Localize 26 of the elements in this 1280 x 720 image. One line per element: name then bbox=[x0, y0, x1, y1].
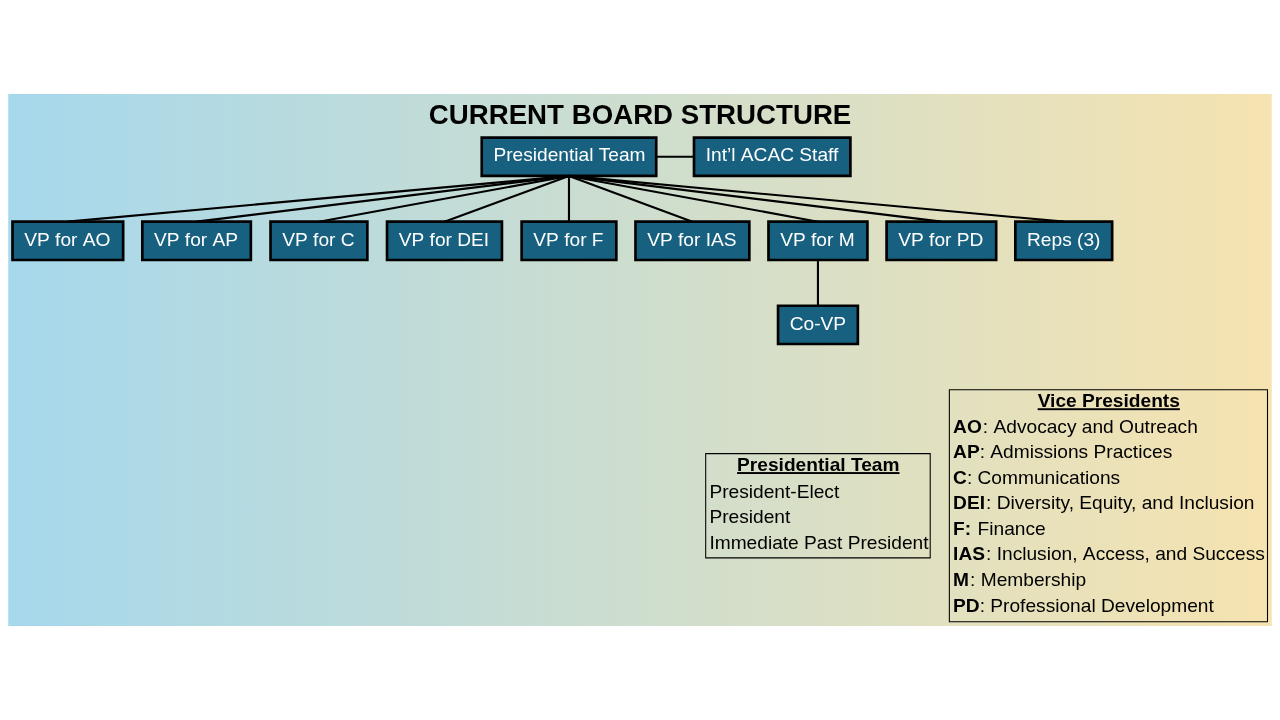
node-box: VP for M bbox=[767, 220, 869, 262]
node-box: VP for IAS bbox=[634, 220, 751, 262]
node-box: VP for AO bbox=[11, 220, 125, 262]
connector bbox=[67, 174, 570, 223]
node-box: Co-VP bbox=[776, 304, 860, 346]
node-box: Presidential Team President-Elect President Immediate Past President bbox=[705, 453, 931, 559]
node-box: VP for PD bbox=[885, 220, 998, 262]
node-box: Int’l ACAC Staff bbox=[692, 136, 852, 178]
connector bbox=[568, 174, 942, 223]
node-box: VP for F bbox=[520, 220, 618, 262]
connector bbox=[444, 174, 570, 223]
node-box: Vice Presidents AO: Advocacy and Outreach AP: Admissions Practices C: Communications DEI: Diversity, Equity, and Inclusion F: Finance IAS: Inclusion, Access, and Success M: Membership PD: Professional Development bbox=[948, 389, 1268, 623]
node-box: Presidential Team bbox=[480, 136, 658, 178]
node-box: VP for DEI bbox=[385, 220, 504, 262]
connector bbox=[318, 174, 570, 223]
connector bbox=[567, 175, 571, 222]
node-box: VP for C bbox=[269, 220, 369, 262]
connector bbox=[816, 260, 819, 306]
connector bbox=[568, 174, 693, 223]
connector bbox=[568, 174, 819, 223]
connector bbox=[568, 174, 1064, 223]
node-box: VP for AP bbox=[141, 220, 253, 262]
diagram-title: CURRENT BOARD STRUCTURE bbox=[428, 98, 852, 130]
connector bbox=[196, 174, 570, 223]
connector bbox=[656, 155, 694, 158]
node-box: Reps (3) bbox=[1014, 220, 1114, 262]
